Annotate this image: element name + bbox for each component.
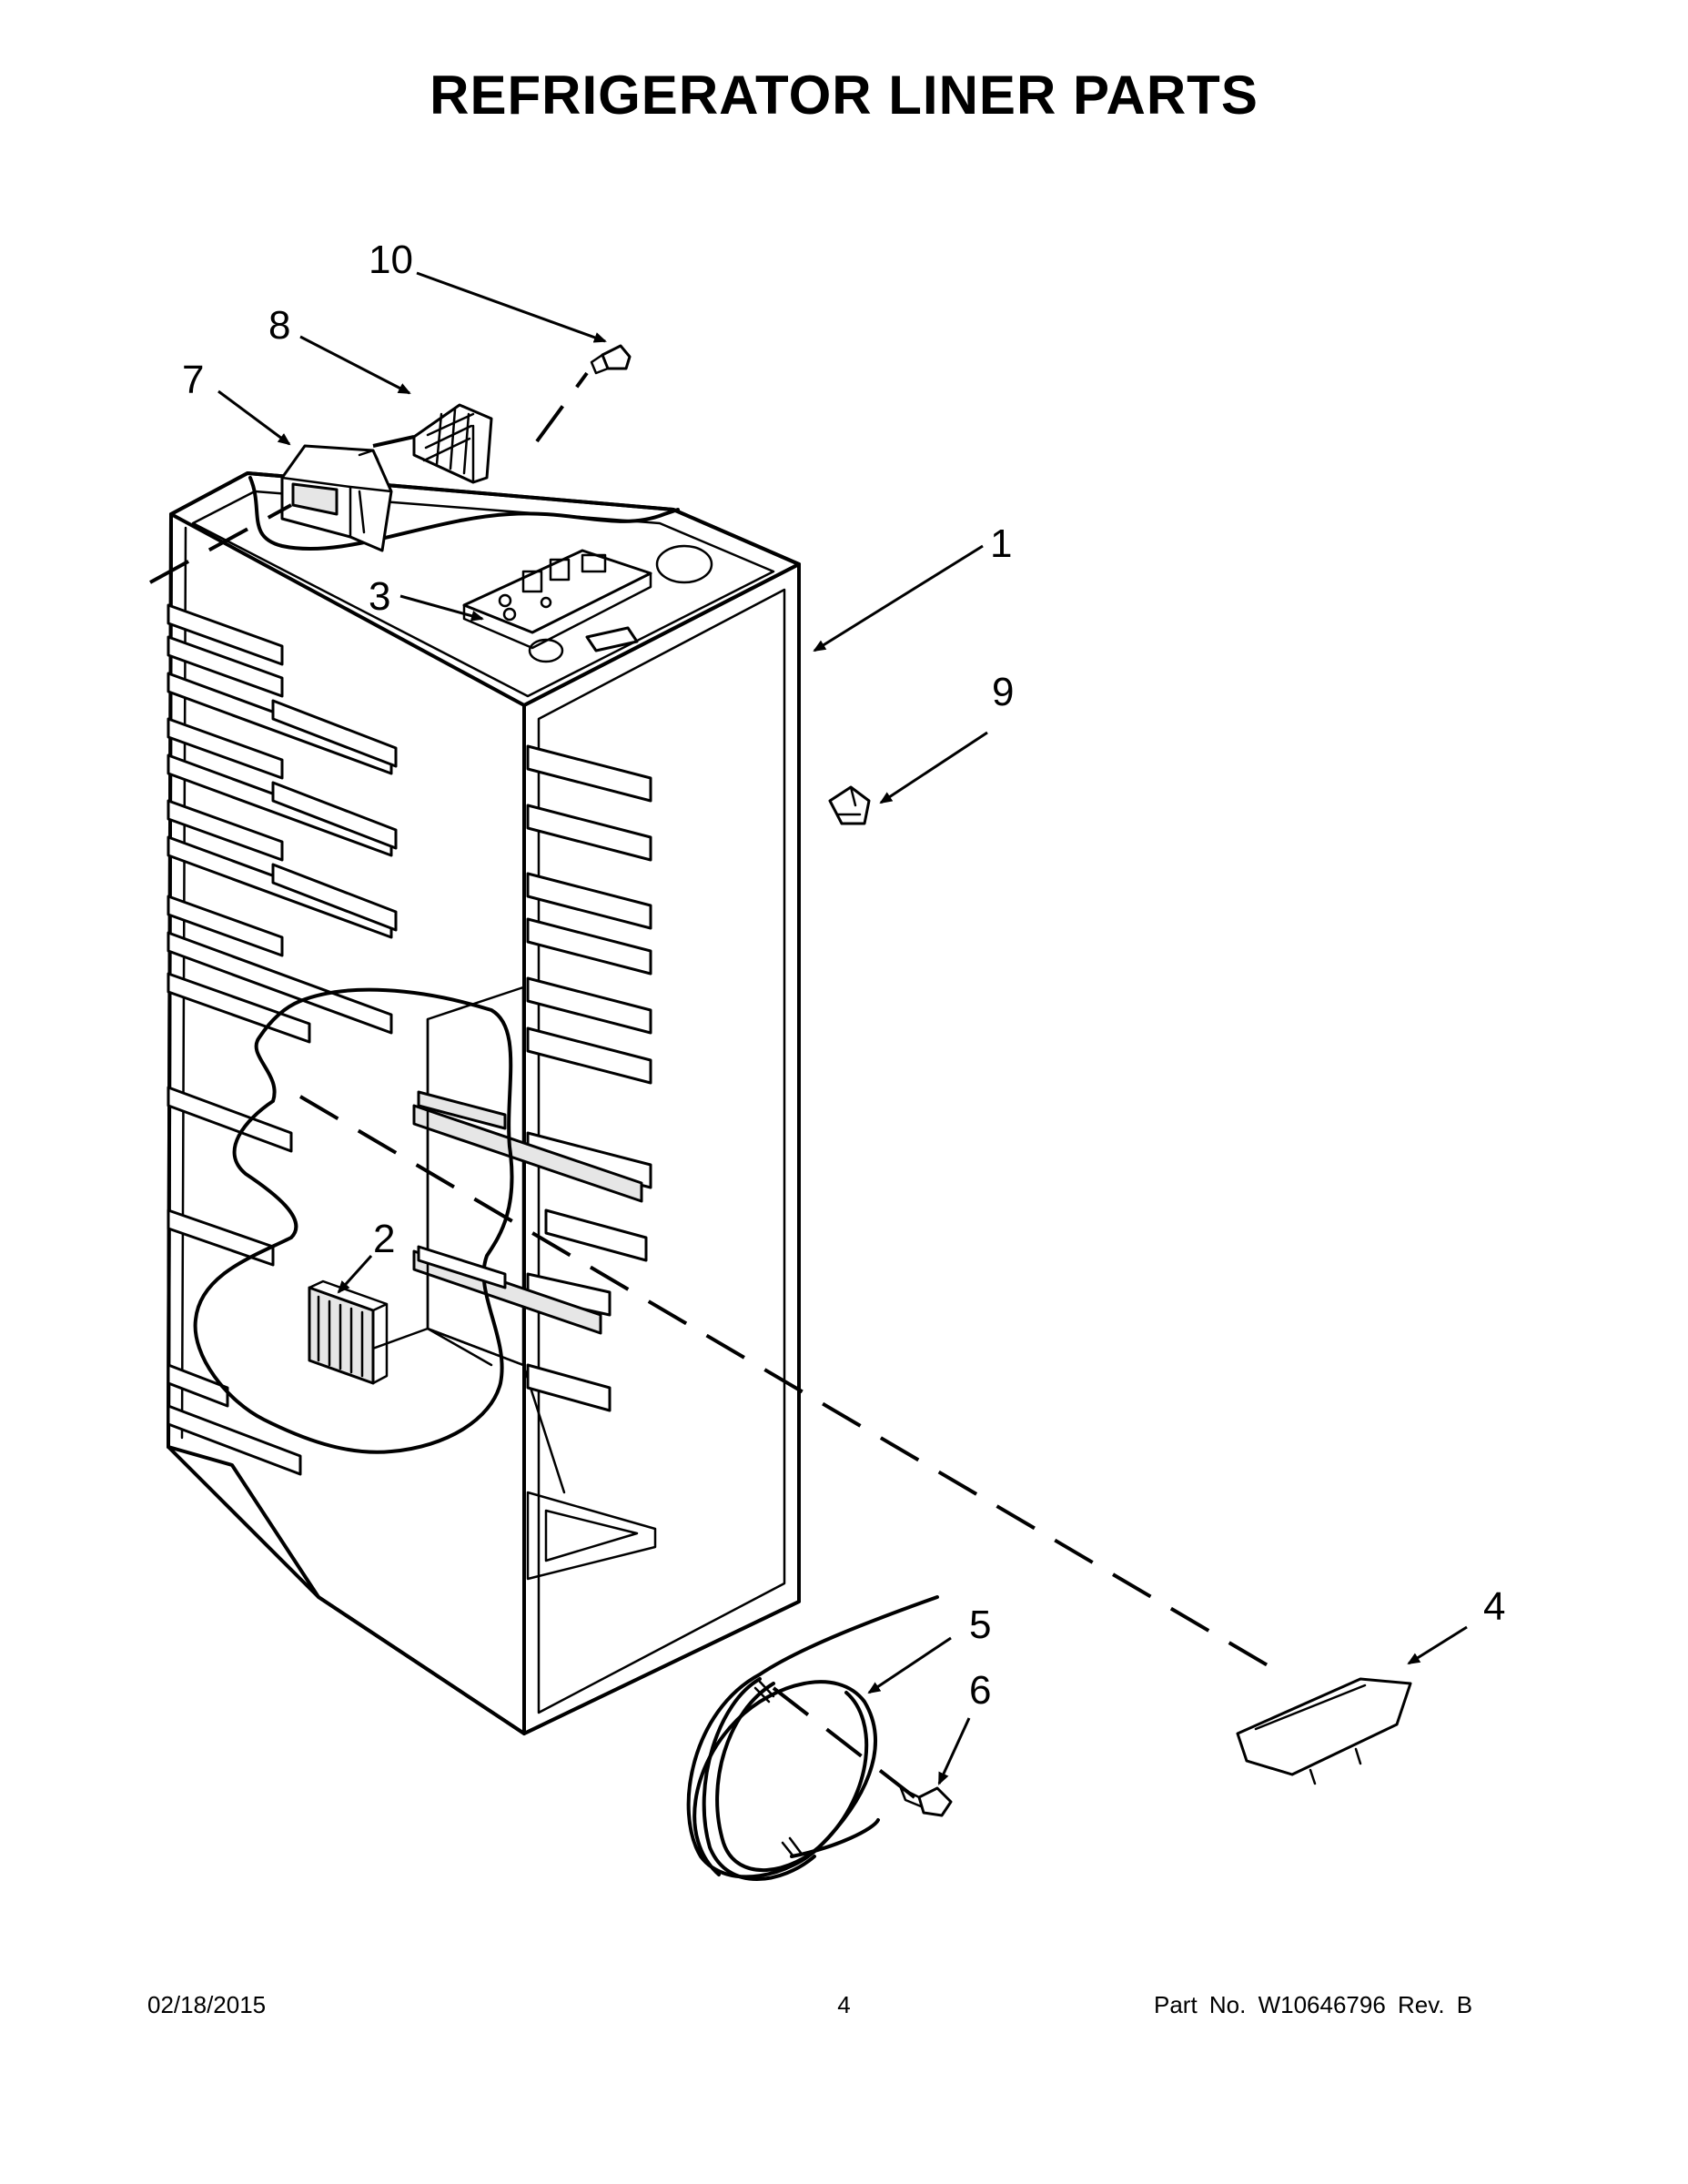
callout-2: 2: [373, 1217, 395, 1261]
callout-1: 1: [990, 521, 1012, 566]
part-6-screw: [899, 1786, 953, 1817]
part-5-water-tube: [686, 1595, 939, 1881]
leader-2: [337, 1254, 373, 1294]
leader-6: [937, 1717, 971, 1785]
callout-7: 7: [182, 358, 204, 402]
left-wall-shelf-rails: [167, 603, 398, 1476]
top-cutaway: [248, 476, 680, 551]
part-7-control-housing: [280, 444, 393, 552]
footer-page-number: 4: [837, 1991, 851, 2018]
part-4-light-cover: [1236, 1677, 1412, 1785]
cutaway-outline: [193, 987, 514, 1454]
part-3-control-board: [462, 549, 652, 650]
page-title: REFRIGERATOR LINER PARTS: [430, 65, 1258, 126]
cutaway-rail: [417, 1090, 507, 1130]
cutaway-rail-2: [417, 1245, 507, 1289]
footer-part-number: Part No. W10646796 Rev. B: [1154, 1991, 1473, 2018]
callout-10: 10: [369, 238, 413, 282]
part-2-grille: [308, 1279, 389, 1385]
right-wall-shelf-rails: [412, 744, 652, 1412]
part-9-clip: [828, 785, 871, 825]
footer-date: 02/18/2015: [147, 1991, 267, 2018]
top-vent: [528, 638, 564, 663]
callout-3: 3: [369, 574, 390, 619]
part-10-screw: [590, 344, 632, 375]
callout-9: 9: [992, 670, 1014, 714]
align-line-8: [372, 435, 415, 448]
callout-4: 4: [1483, 1584, 1505, 1629]
callout-8: 8: [268, 303, 290, 348]
align-line-10: [535, 371, 589, 443]
leader-9: [879, 731, 988, 804]
callout-5: 5: [969, 1603, 991, 1647]
leader-1: [813, 544, 984, 652]
align-line-7: [149, 503, 292, 584]
align-line-4: [298, 1095, 1285, 1676]
leader-8: [299, 335, 411, 395]
leader-10: [416, 271, 607, 343]
callout-6: 6: [969, 1668, 991, 1713]
part-8-bracket: [412, 403, 493, 484]
leader-4: [1407, 1625, 1468, 1665]
align-line-5: [772, 1686, 916, 1799]
top-tab: [585, 626, 639, 652]
leader-7: [217, 389, 291, 446]
leader-3: [399, 594, 484, 622]
leader-5: [867, 1636, 952, 1694]
refrigerator-liner: [167, 471, 801, 1735]
top-opening: [655, 544, 713, 584]
